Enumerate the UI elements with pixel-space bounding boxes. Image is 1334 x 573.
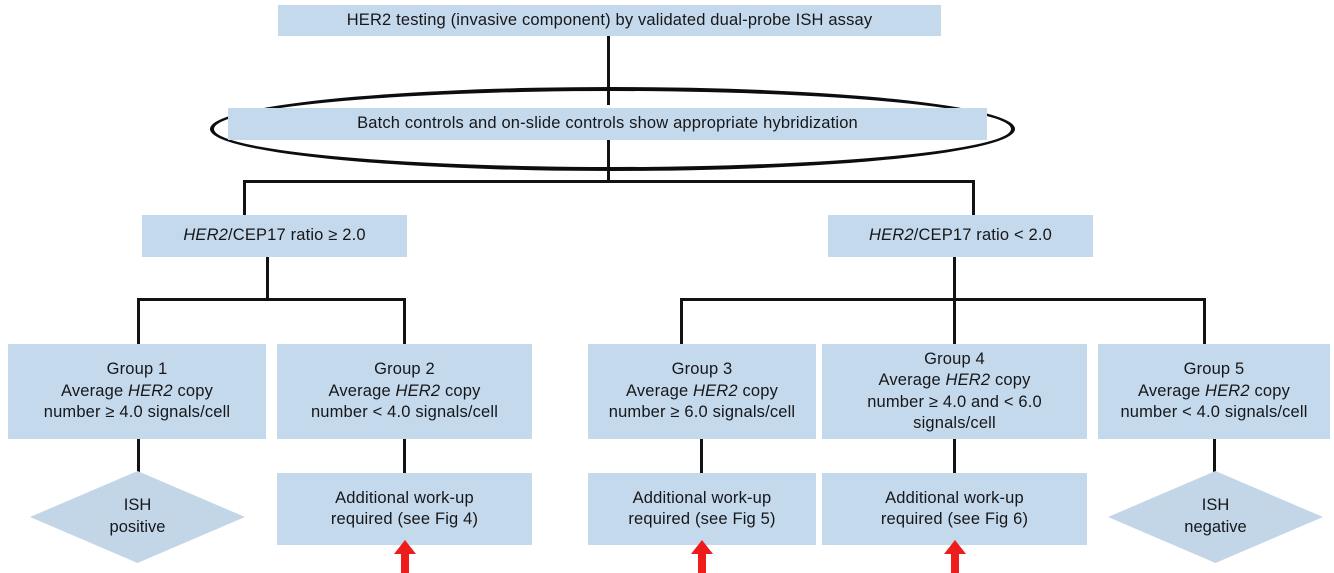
- node-group-2-line2-pre: Average: [328, 381, 396, 400]
- node-ish-positive-line2: positive: [109, 518, 166, 536]
- node-workup-fig6-line2: required (see Fig 6): [880, 510, 1029, 528]
- node-group-3-line3: number ≥ 6.0 signals/cell: [608, 403, 796, 422]
- connector-to-group-3: [680, 298, 683, 345]
- node-group-4-gene: HER2: [945, 371, 991, 390]
- node-group-5-line2-pre: Average: [1137, 381, 1206, 400]
- connector-ratio-split-bar: [243, 180, 975, 183]
- node-workup-fig4-line2: required (see Fig 4): [330, 510, 479, 528]
- connector-split-to-ratio-left: [243, 180, 246, 216]
- node-workup-fig4[interactable]: Additional work-up required (see Fig 4): [277, 473, 532, 545]
- node-group-4[interactable]: Group 4 Average HER2 copy number ≥ 4.0 a…: [822, 344, 1087, 439]
- node-group-2-line3: number < 4.0 signals/cell: [310, 403, 499, 422]
- node-ratio-lt-2-rest: /CEP17 ratio < 2.0: [913, 226, 1052, 245]
- node-group-4-line3: number ≥ 4.0 and < 6.0: [867, 392, 1042, 411]
- red-annotation-arrow-fig6: [944, 540, 966, 573]
- node-her2-testing[interactable]: HER2 testing (invasive component) by val…: [278, 5, 941, 36]
- node-ish-positive[interactable]: ISH positive: [30, 471, 245, 563]
- node-ish-negative-line1: ISH: [1201, 496, 1230, 515]
- node-ratio-lt-2[interactable]: HER2/CEP17 ratio < 2.0: [828, 215, 1093, 257]
- node-ratio-lt-2-label: HER2/CEP17 ratio < 2.0: [863, 225, 1058, 246]
- node-workup-fig5-line2: required (see Fig 5): [628, 510, 776, 528]
- node-ratio-ge-2-label: HER2/CEP17 ratio ≥ 2.0: [177, 225, 371, 246]
- node-workup-fig6-line1: Additional work-up: [885, 488, 1024, 507]
- connector-split-to-ratio-right: [972, 180, 975, 216]
- node-group-1-line3: number ≥ 4.0 signals/cell: [43, 403, 231, 422]
- connector-group-3-to-outcome: [700, 439, 703, 474]
- connector-controls-to-split: [607, 140, 610, 182]
- node-group-3[interactable]: Group 3 Average HER2 copy number ≥ 6.0 s…: [588, 344, 816, 439]
- node-ish-positive-line1: ISH: [123, 496, 152, 515]
- node-group-2[interactable]: Group 2 Average HER2 copy number < 4.0 s…: [277, 344, 532, 439]
- node-group-1-line2-pre: Average: [60, 381, 129, 400]
- node-group-4-line1: Group 4: [924, 349, 985, 368]
- node-group-4-line2-post: copy: [990, 371, 1031, 390]
- node-her2-testing-label: HER2 testing (invasive component) by val…: [346, 10, 873, 29]
- node-group-3-line2-post: copy: [737, 381, 778, 400]
- node-group-3-gene: HER2: [693, 381, 738, 400]
- node-ratio-lt-2-gene: HER2: [869, 226, 914, 245]
- node-workup-fig5[interactable]: Additional work-up required (see Fig 5): [588, 473, 816, 545]
- node-group-1[interactable]: Group 1 Average HER2 copy number ≥ 4.0 s…: [8, 344, 266, 439]
- node-group-1-line2-post: copy: [172, 381, 213, 400]
- connector-group-2-to-outcome: [403, 439, 406, 474]
- node-group-4-line2-pre: Average: [878, 371, 946, 390]
- node-batch-controls-label: Batch controls and on-slide controls sho…: [357, 114, 858, 133]
- node-group-1-line1: Group 1: [106, 360, 168, 379]
- node-group-2-line1: Group 2: [374, 360, 435, 379]
- node-group-5-line3: number < 4.0 signals/cell: [1120, 403, 1308, 422]
- connector-ratio-right-down: [953, 257, 956, 300]
- connector-left-group-bar: [137, 298, 406, 301]
- connector-to-group-5: [1203, 298, 1206, 345]
- node-ratio-ge-2-gene: HER2: [183, 226, 228, 245]
- node-group-1-gene: HER2: [128, 381, 173, 400]
- node-group-5-line1: Group 5: [1183, 360, 1245, 379]
- red-annotation-arrow-fig4: [394, 540, 416, 573]
- connector-to-group-1: [137, 298, 140, 345]
- node-ish-negative-line2: negative: [1184, 518, 1247, 536]
- connector-group-1-to-outcome: [137, 439, 140, 474]
- connector-group-4-to-outcome: [953, 439, 956, 474]
- connector-group-5-to-outcome: [1213, 439, 1216, 474]
- connector-ratio-left-down: [266, 257, 269, 300]
- node-group-2-gene: HER2: [395, 381, 441, 400]
- node-workup-fig4-line1: Additional work-up: [335, 488, 474, 507]
- connector-right-group-bar: [680, 298, 1206, 301]
- node-ratio-ge-2-rest: /CEP17 ratio ≥ 2.0: [228, 226, 366, 245]
- node-group-5-gene: HER2: [1205, 381, 1250, 400]
- connector-title-to-controls: [607, 36, 610, 105]
- connector-to-group-4: [953, 298, 956, 345]
- red-annotation-arrow-fig5: [691, 540, 713, 573]
- node-group-3-line1: Group 3: [671, 360, 733, 379]
- node-group-2-line2-post: copy: [440, 381, 481, 400]
- node-ratio-ge-2[interactable]: HER2/CEP17 ratio ≥ 2.0: [142, 215, 407, 257]
- node-workup-fig5-line1: Additional work-up: [632, 488, 772, 507]
- node-group-5[interactable]: Group 5 Average HER2 copy number < 4.0 s…: [1098, 344, 1330, 439]
- node-workup-fig6[interactable]: Additional work-up required (see Fig 6): [822, 473, 1087, 545]
- connector-to-group-2: [403, 298, 406, 345]
- node-group-3-line2-pre: Average: [625, 381, 694, 400]
- node-group-5-line2-post: copy: [1249, 381, 1290, 400]
- node-batch-controls[interactable]: Batch controls and on-slide controls sho…: [228, 108, 987, 140]
- node-group-4-line4: signals/cell: [913, 413, 996, 432]
- node-ish-negative[interactable]: ISH negative: [1108, 471, 1323, 563]
